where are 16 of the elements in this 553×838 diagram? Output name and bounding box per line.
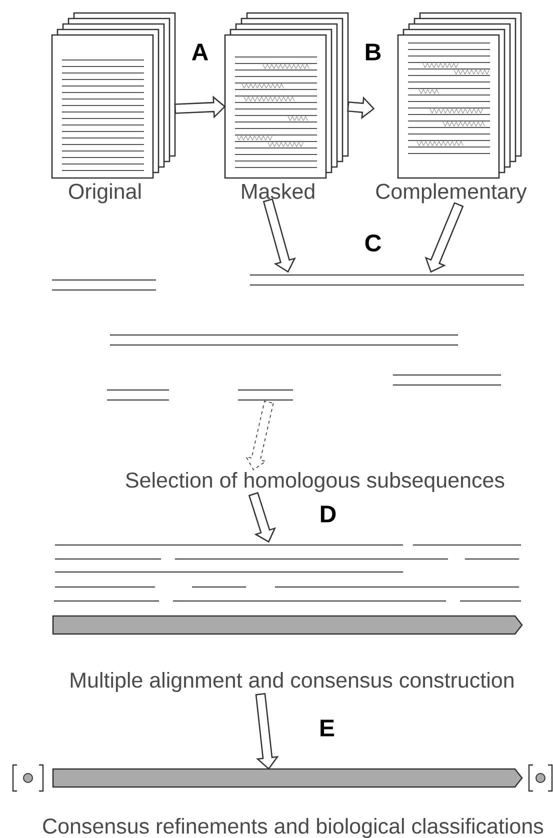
step-letter: C — [365, 234, 381, 252]
document-label: Original — [68, 183, 141, 204]
step-letter: E — [318, 718, 336, 738]
block-arrow — [174, 96, 226, 119]
multiple-alignment-drawing — [52, 544, 523, 635]
step-caption: Selection of homologous subsequences — [126, 472, 504, 492]
step-caption: Multiple alignment and consensus construction — [70, 672, 514, 692]
block-arrow — [347, 96, 375, 120]
step-caption: Consensus refinements and biological classifications — [43, 818, 544, 838]
block-arrow — [255, 693, 279, 770]
document-label: Masked — [242, 183, 314, 199]
sequence-fragments-drawing — [51, 274, 525, 401]
document-label: Complementary — [376, 183, 527, 204]
consensus-bar — [52, 768, 523, 788]
block-arrow — [245, 400, 274, 470]
block-arrow — [424, 202, 464, 273]
